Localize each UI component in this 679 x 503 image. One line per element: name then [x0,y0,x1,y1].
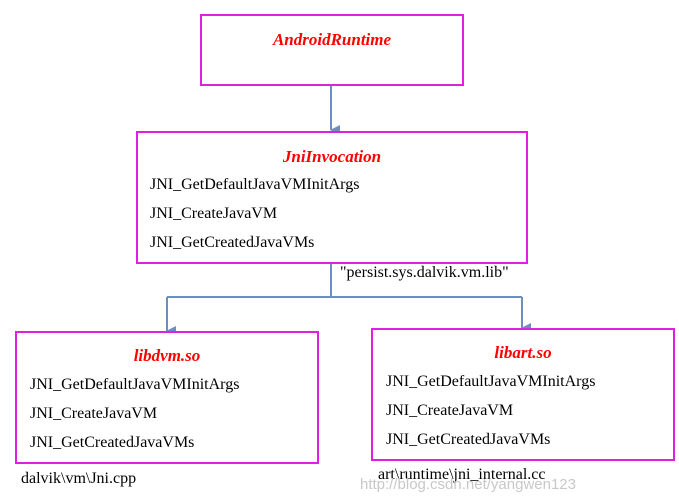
libdvm-box: libdvm.so JNI_GetDefaultJavaVMInitArgs J… [15,331,319,464]
android-runtime-title: AndroidRuntime [272,30,392,49]
libart-box: libart.so JNI_GetDefaultJavaVMInitArgs J… [371,328,675,461]
libart-source-path: art\runtime\jni_internal.cc [378,466,546,483]
libdvm-fn-get-created-vms: JNI_GetCreatedJavaVMs [30,434,195,451]
jni-invocation-fn-get-created-vms: JNI_GetCreatedJavaVMs [150,234,315,251]
jni-invocation-fn-create-vm: JNI_CreateJavaVM [150,205,278,222]
jni-invocation-box: JniInvocation JNI_GetDefaultJavaVMInitAr… [136,131,528,264]
watermark: http://blog.csdn.net/yangwen123 [360,476,576,493]
libdvm-title: libdvm.so [133,346,201,365]
libdvm-source-path: dalvik\vm\Jni.cpp [21,470,137,487]
android-runtime-box: AndroidRuntime [200,14,464,86]
libdvm-fn-get-default-args: JNI_GetDefaultJavaVMInitArgs [30,376,240,393]
libart-fn-get-default-args: JNI_GetDefaultJavaVMInitArgs [386,373,596,390]
jni-invocation-title: JniInvocation [282,147,382,166]
libart-fn-create-vm: JNI_CreateJavaVM [386,402,514,419]
property-label: "persist.sys.dalvik.vm.lib" [340,264,509,281]
libart-fn-get-created-vms: JNI_GetCreatedJavaVMs [386,431,551,448]
libart-title: libart.so [494,343,552,362]
jni-invocation-fn-get-default-args: JNI_GetDefaultJavaVMInitArgs [150,176,360,193]
libdvm-fn-create-vm: JNI_CreateJavaVM [30,405,158,422]
